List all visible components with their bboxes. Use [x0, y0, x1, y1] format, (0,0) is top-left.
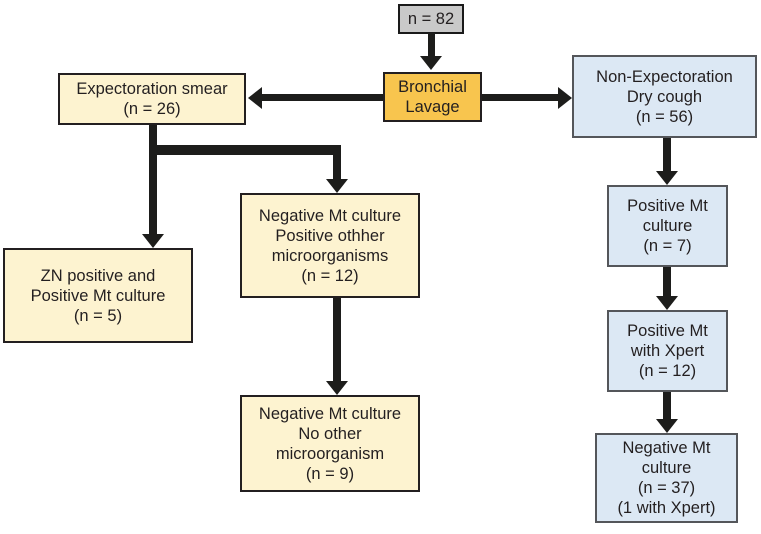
- arrow-expectoration-to-zn: [149, 125, 157, 235]
- arrow-bronchial-to-expectoration: [262, 94, 383, 101]
- node-line: Positive Mt: [627, 197, 708, 215]
- arrow-positive7-to-xpert12: [663, 267, 671, 297]
- node-line: culture: [642, 217, 693, 235]
- arrow-negative12-to-negative9: [333, 298, 341, 382]
- arrow-total-to-bronchial: [428, 33, 435, 58]
- node-line: (n = 7): [643, 237, 692, 255]
- node-line: (n = 37): [637, 479, 696, 497]
- arrow-branch-horizontal: [149, 145, 341, 155]
- arrowhead-down-icon: [420, 56, 442, 70]
- node-negative-mt-positive-other: Negative Mt culture Positive othher micr…: [240, 193, 420, 298]
- node-positive-mt-xpert: Positive Mt with Xpert (n = 12): [607, 310, 728, 392]
- node-line: Positive othher: [275, 226, 385, 245]
- node-line: (n = 12): [638, 362, 697, 380]
- node-line: microorganisms: [271, 246, 389, 265]
- node-line: Dry cough: [626, 87, 703, 106]
- node-line: Negative Mt: [622, 439, 711, 457]
- arrowhead-down-icon: [656, 296, 678, 310]
- node-line: microorganism: [275, 444, 385, 463]
- node-positive-mt-culture: Positive Mt culture (n = 7): [607, 185, 728, 267]
- node-line: Positive Mt culture: [30, 286, 166, 305]
- node-line: (1 with Xpert): [617, 499, 716, 517]
- node-line: culture: [641, 459, 692, 477]
- arrow-bronchial-to-non-expectoration: [482, 94, 558, 101]
- node-line: ZN positive and: [40, 266, 156, 285]
- arrowhead-left-icon: [248, 87, 262, 109]
- node-line: No other: [298, 424, 362, 443]
- arrowhead-down-icon: [656, 171, 678, 185]
- node-line: with Xpert: [630, 342, 705, 360]
- arrowhead-down-icon: [142, 234, 164, 248]
- node-line: Lavage: [405, 98, 460, 116]
- node-total-label: n = 82: [407, 10, 455, 28]
- arrowhead-down-icon: [326, 179, 348, 193]
- node-bronchial-lavage: Bronchial Lavage: [383, 72, 482, 122]
- node-line: (n = 12): [301, 266, 359, 285]
- node-expectoration-smear: Expectoration smear (n = 26): [58, 73, 246, 125]
- node-line: Non-Expectoration: [596, 67, 733, 86]
- node-line: Expectoration smear: [76, 80, 228, 98]
- node-line: Positive Mt: [627, 322, 708, 340]
- arrow-branch-to-negative12: [333, 145, 341, 180]
- node-zn-positive: ZN positive and Positive Mt culture (n =…: [3, 248, 193, 343]
- node-negative-mt-no-other: Negative Mt culture No other microorgani…: [240, 395, 420, 492]
- node-line: Bronchial: [398, 78, 467, 96]
- node-line: (n = 26): [123, 100, 181, 118]
- node-total: n = 82: [398, 4, 464, 34]
- arrowhead-down-icon: [656, 419, 678, 433]
- node-line: (n = 9): [305, 464, 355, 483]
- node-line: (n = 5): [73, 306, 123, 325]
- arrowhead-down-icon: [326, 381, 348, 395]
- node-line: Negative Mt culture: [258, 404, 402, 423]
- node-line: (n = 56): [635, 107, 694, 126]
- arrow-xpert12-to-negative37: [663, 392, 671, 420]
- arrowhead-right-icon: [558, 87, 572, 109]
- arrow-nonexp-to-positive7: [663, 138, 671, 172]
- node-line: Negative Mt culture: [258, 206, 402, 225]
- node-negative-mt-culture: Negative Mt culture (n = 37) (1 with Xpe…: [595, 433, 738, 523]
- node-non-expectoration: Non-Expectoration Dry cough (n = 56): [572, 55, 757, 138]
